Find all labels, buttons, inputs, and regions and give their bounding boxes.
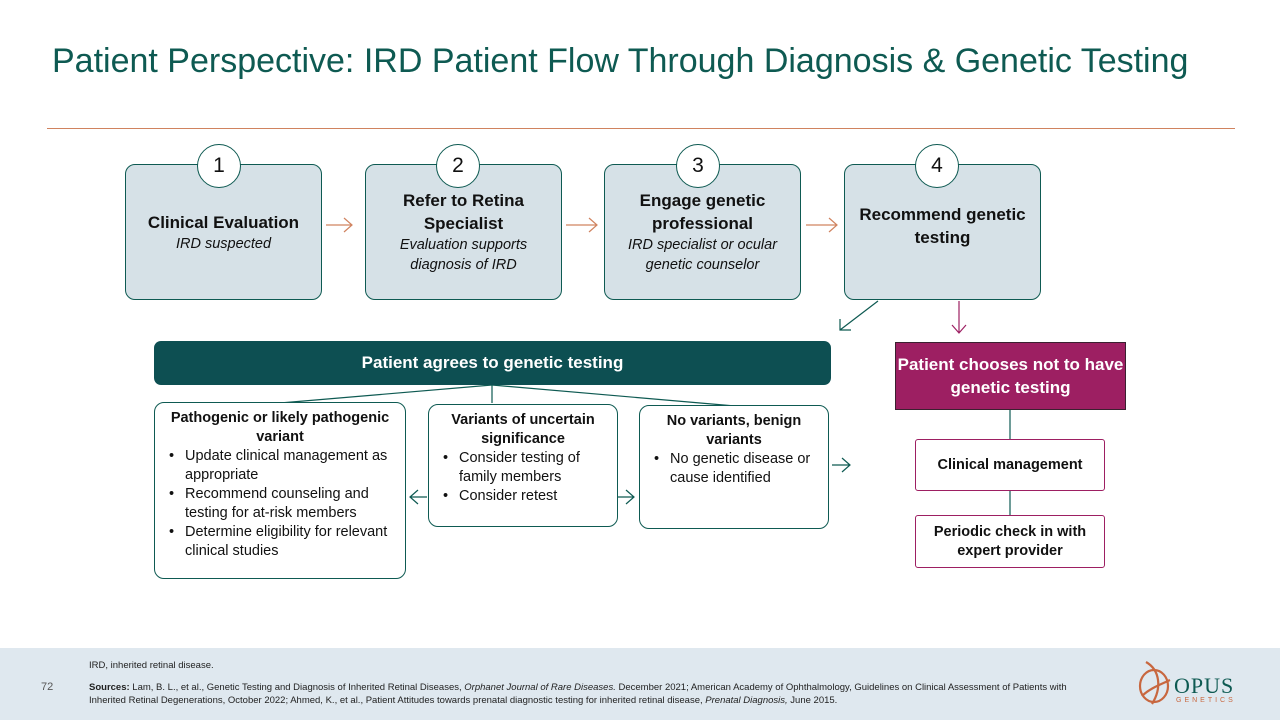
sources-label: Sources: [89, 682, 130, 693]
step-number-2: 2 [436, 144, 480, 188]
result-no-variants: No variants, benign variants No genetic … [639, 405, 829, 529]
bullet-item: Update clinical management as appropriat… [163, 447, 397, 485]
source-text: December 2021; American Academy of Ophth… [89, 682, 1067, 706]
abbreviation-note: IRD, inherited retinal disease. [89, 660, 214, 671]
page-title: Patient Perspective: IRD Patient Flow Th… [52, 42, 1189, 80]
result-bullets: Consider testing of family members Consi… [437, 449, 609, 506]
bullet-item: Determine eligibility for relevant clini… [163, 523, 397, 561]
step-title: Engage genetic professional [639, 191, 766, 233]
source-text: Lam, B. L., et al., Genetic Testing and … [129, 682, 465, 693]
source-journal: Prenatal Diagnosis, [705, 695, 788, 706]
step-arrows [326, 217, 838, 233]
step-subtitle: Evaluation supports diagnosis of IRD [399, 237, 528, 273]
bullet-item: Consider retest [437, 487, 609, 506]
opus-genetics-logo: OPUS GENETICS [1132, 656, 1250, 712]
magenta-connector [951, 301, 967, 334]
page-number: 72 [41, 681, 54, 693]
periodic-check-box: Periodic check in with expert provider [915, 515, 1105, 568]
flow-connectors [279, 217, 1011, 515]
step-engage-genetic-professional: Engage genetic professional IRD speciali… [604, 164, 801, 300]
step-number-3: 3 [676, 144, 720, 188]
sources-text: Sources: Lam, B. L., et al., Genetic Tes… [89, 681, 1099, 707]
bullet-item: No genetic disease or cause identified [648, 450, 820, 488]
patient-declines-box: Patient chooses not to have genetic test… [895, 342, 1126, 410]
step-clinical-evaluation: Clinical Evaluation IRD suspected [125, 164, 322, 300]
source-journal: Orphanet Journal of Rare Diseases. [464, 682, 616, 693]
step-title: Clinical Evaluation [147, 212, 300, 232]
step-number-4: 4 [915, 144, 959, 188]
logo-wordmark: OPUS [1174, 673, 1235, 698]
step-title: Refer to Retina Specialist [403, 191, 524, 233]
step-subtitle: IRD specialist or ocular genetic counsel… [627, 237, 778, 273]
step-number-1: 1 [197, 144, 241, 188]
result-title: No variants, benign variants [666, 413, 802, 448]
bullet-item: Consider testing of family members [437, 449, 609, 487]
result-uncertain: Variants of uncertain significance Consi… [428, 404, 618, 527]
step-subtitle: IRD suspected [175, 235, 272, 252]
result-bullets: No genetic disease or cause identified [648, 450, 820, 488]
title-divider [47, 128, 1235, 129]
step-title: Recommend genetic testing [859, 205, 1026, 247]
source-text: June 2015. [787, 695, 838, 706]
result-pathogenic: Pathogenic or likely pathogenic variant … [154, 402, 406, 579]
logo-mark-icon [1138, 661, 1171, 705]
step-recommend-genetic-testing: Recommend genetic testing [844, 164, 1041, 300]
result-bullets: Update clinical management as appropriat… [163, 447, 397, 561]
footer-band [0, 648, 1280, 720]
bullet-item: Recommend counseling and testing for at-… [163, 485, 397, 523]
teal-connectors [279, 300, 1011, 515]
logo-subtitle: GENETICS [1176, 697, 1236, 704]
result-title: Pathogenic or likely pathogenic variant [170, 410, 390, 445]
patient-agrees-banner: Patient agrees to genetic testing [154, 341, 831, 385]
result-title: Variants of uncertain significance [451, 412, 595, 447]
clinical-management-box: Clinical management [915, 439, 1105, 491]
